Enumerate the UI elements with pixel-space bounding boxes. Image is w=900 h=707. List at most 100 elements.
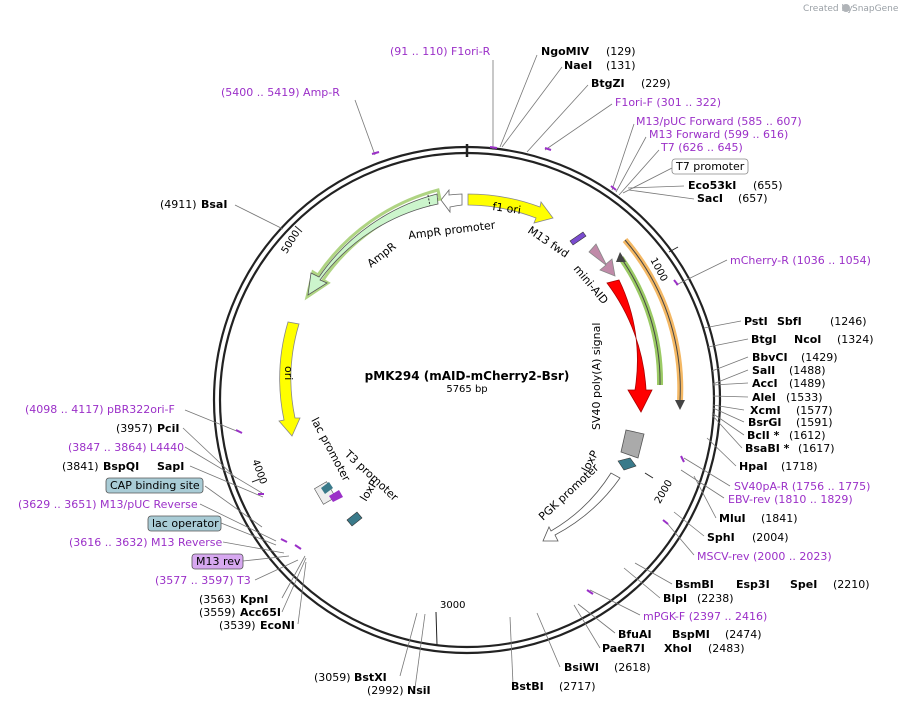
- leader-nsii: [414, 613, 426, 689]
- features: f1 ori AmpR promoter AmpR ori mini-AID m…: [278, 188, 685, 542]
- m13-rev-box[interactable]: [191, 553, 244, 570]
- feature-label-m13-fwd: M13 fwd: [525, 224, 571, 261]
- label-bsai[interactable]: BsaI: [201, 198, 227, 211]
- label-bcli[interactable]: BclI *: [747, 429, 780, 442]
- t7-promoter-box[interactable]: [671, 158, 749, 175]
- leader-hpai: [706, 437, 737, 467]
- label-paer7i[interactable]: PaeR7I: [602, 642, 645, 655]
- feature-label-ori: ori: [282, 366, 295, 380]
- label-kpni[interactable]: KpnI: [240, 593, 268, 606]
- label-eco53ki-pos: (655): [753, 179, 783, 192]
- label-l4440[interactable]: (3847 .. 3864) L4440: [68, 441, 184, 454]
- label-mpgk-f[interactable]: mPGK-F (2397 .. 2416): [643, 610, 767, 623]
- label-blpi[interactable]: BlpI: [663, 592, 687, 605]
- label-bspqi-pos: (3841): [62, 460, 99, 473]
- label-nsii[interactable]: NsiI: [407, 684, 431, 697]
- primer-tick-m13puc-rev: [280, 538, 288, 543]
- label-btgzi[interactable]: BtgZI: [591, 77, 625, 90]
- label-naei[interactable]: NaeI: [564, 59, 592, 72]
- label-psti[interactable]: PstI: [744, 315, 768, 328]
- feature-ampr-promoter[interactable]: [440, 188, 463, 214]
- label-sphi[interactable]: SphI: [707, 531, 735, 544]
- label-paer7i-xhoi[interactable]: XhoI: [664, 642, 692, 655]
- label-bbvci[interactable]: BbvCI: [752, 351, 788, 364]
- label-m13puc-rev[interactable]: (3629 .. 3651) M13/pUC Reverse: [18, 498, 198, 511]
- tick-label-5000: 5000: [280, 228, 303, 255]
- feature-mini-aid[interactable]: [588, 243, 616, 277]
- label-bspqi[interactable]: BspQI: [103, 460, 139, 473]
- feature-loxp-left[interactable]: [346, 511, 363, 527]
- label-alei[interactable]: AleI: [752, 391, 776, 404]
- label-acc65i[interactable]: Acc65I: [240, 606, 281, 619]
- label-bsabi[interactable]: BsaBI *: [745, 442, 790, 455]
- leader-bsabi: [711, 414, 743, 449]
- label-bsrgi[interactable]: BsrGI: [748, 416, 781, 429]
- label-m13-reverse[interactable]: (3616 .. 3632) M13 Reverse: [69, 536, 222, 549]
- leader-m13-fwd: [615, 136, 647, 193]
- feature-pgk-promoter[interactable]: [542, 472, 621, 542]
- leader-pcii: [182, 427, 237, 479]
- label-bsmbi-esp3i[interactable]: Esp3I: [736, 578, 770, 591]
- label-sali[interactable]: SalI: [752, 364, 775, 377]
- label-psti-sbfi[interactable]: SbfI: [777, 315, 802, 328]
- label-nsii-pos: (2992): [367, 684, 404, 697]
- label-sv40pa-r[interactable]: SV40pA-R (1756 .. 1775): [734, 480, 870, 493]
- label-f1ori-f[interactable]: F1ori-F (301 .. 322): [615, 96, 721, 109]
- lac-operator-box[interactable]: [147, 515, 222, 532]
- leader-acci: [712, 382, 749, 386]
- tick-1000: [668, 246, 679, 253]
- label-pbr322ori-f[interactable]: (4098 .. 4117) pBR322ori-F: [25, 403, 175, 416]
- primer-tick-f1ori-f: [544, 147, 552, 151]
- feature-ampr[interactable]: [307, 193, 439, 296]
- leader-acc65i: [281, 557, 307, 613]
- label-mscv-rev[interactable]: MSCV-rev (2000 .. 2023): [697, 550, 832, 563]
- label-t7[interactable]: T7 (626 .. 645): [660, 141, 743, 154]
- label-m13-fwd[interactable]: M13 Forward (599 .. 616): [649, 128, 788, 141]
- feature-loxp-right[interactable]: [617, 457, 637, 471]
- label-ngomiv[interactable]: NgoMIV: [541, 45, 590, 58]
- label-bsmbi[interactable]: BsmBI: [675, 578, 714, 591]
- label-sphi-pos: (2004): [752, 531, 789, 544]
- feature-sv40-polya[interactable]: [620, 429, 645, 459]
- tick-5000: [294, 225, 303, 233]
- label-xcmi[interactable]: XcmI: [750, 404, 781, 417]
- label-btgi[interactable]: BtgI: [751, 333, 777, 346]
- feature-cap-block: [321, 482, 333, 494]
- label-eco53ki[interactable]: Eco53kI: [688, 179, 736, 192]
- feature-f1-ori[interactable]: [467, 193, 554, 224]
- label-hpai[interactable]: HpaI: [739, 460, 768, 473]
- leader-mpgk-f: [589, 589, 641, 616]
- label-t3[interactable]: (3577 .. 3597) T3: [155, 574, 251, 587]
- label-pcii[interactable]: PciI: [157, 422, 179, 435]
- label-econi[interactable]: EcoNI: [260, 619, 295, 632]
- label-amp-r[interactable]: (5400 .. 5419) Amp-R: [221, 86, 340, 99]
- label-ebv-rev[interactable]: EBV-rev (1810 .. 1829): [728, 493, 853, 506]
- feature-ori[interactable]: [278, 321, 301, 437]
- label-bstxi[interactable]: BstXI: [354, 671, 387, 684]
- orange-track-line: [624, 239, 681, 401]
- leader-ebv-rev: [680, 469, 725, 499]
- created-by-text: Created by: [803, 4, 853, 14]
- leader-bbvci: [711, 356, 749, 372]
- feature-mcherry2[interactable]: [606, 279, 653, 413]
- label-mlui[interactable]: MluI: [719, 512, 746, 525]
- label-bspqi-sapi[interactable]: SapI: [157, 460, 184, 473]
- label-bsiwi[interactable]: BsiWI: [564, 661, 599, 674]
- label-mcherry-r[interactable]: mCherry-R (1036 .. 1054): [730, 254, 871, 267]
- label-bstbi[interactable]: BstBI: [511, 680, 544, 693]
- feature-m13-fwd[interactable]: [569, 231, 587, 246]
- label-saci[interactable]: SacI: [697, 192, 723, 205]
- leader-bstxi: [399, 612, 418, 677]
- leader-naei: [501, 66, 563, 148]
- label-bsmbi-spei[interactable]: SpeI: [790, 578, 817, 591]
- leader-pbr322ori-f: [184, 409, 240, 433]
- label-bfuai[interactable]: BfuAI: [618, 628, 652, 641]
- label-m13puc-fwd[interactable]: M13/pUC Forward (585 .. 607): [636, 115, 802, 128]
- label-bfuai-bspmi[interactable]: BspMI: [672, 628, 710, 641]
- label-f1ori-r[interactable]: (91 .. 110) F1ori-R: [390, 45, 491, 58]
- plasmid-name: pMK294 (mAID-mCherry2-Bsr): [365, 369, 570, 383]
- label-bstbi-pos: (2717): [559, 680, 596, 693]
- label-btgi-ncoi[interactable]: NcoI: [794, 333, 821, 346]
- label-acci[interactable]: AccI: [752, 377, 778, 390]
- cap-binding-site-box[interactable]: [105, 477, 204, 494]
